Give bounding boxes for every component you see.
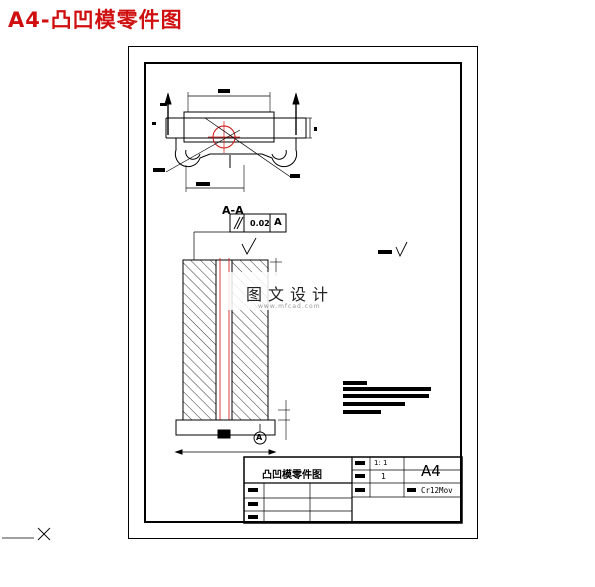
tolerance-frame [229, 213, 287, 233]
dimension-labels [152, 89, 317, 186]
top-view [164, 92, 312, 192]
watermark-background [222, 272, 372, 310]
tolerance-value: 0.02 [250, 219, 270, 228]
leader-line [204, 117, 293, 179]
drawing-sheet-border [128, 46, 478, 539]
tolerance-datum: A [274, 217, 282, 228]
top-view-step [183, 111, 275, 143]
scale-value: 1: 1 [374, 459, 388, 467]
technical-requirements [343, 381, 431, 414]
title-block-field-labels [248, 461, 416, 519]
roughness-symbol [241, 237, 257, 255]
watermark-url: www.mfcad.com [258, 303, 321, 310]
section-view [174, 231, 290, 455]
left-arc [185, 149, 201, 160]
right-arc [271, 149, 287, 160]
section-label: A-A [222, 204, 244, 217]
datum-label: A [256, 433, 263, 442]
drawing-frame [144, 62, 462, 523]
roughness-note [378, 250, 392, 254]
title-block [243, 456, 463, 524]
page-title: A4-凸凹模零件图 [8, 8, 183, 32]
sheet-size: A4 [421, 462, 441, 480]
part-name: 凸凹模零件图 [262, 470, 322, 481]
section-left-wall [182, 259, 217, 421]
material-value: Cr12Mov [421, 486, 453, 495]
quantity-value: 1 [381, 472, 387, 481]
top-view-profile [174, 138, 298, 168]
watermark-text: 图文设计 [246, 285, 335, 304]
